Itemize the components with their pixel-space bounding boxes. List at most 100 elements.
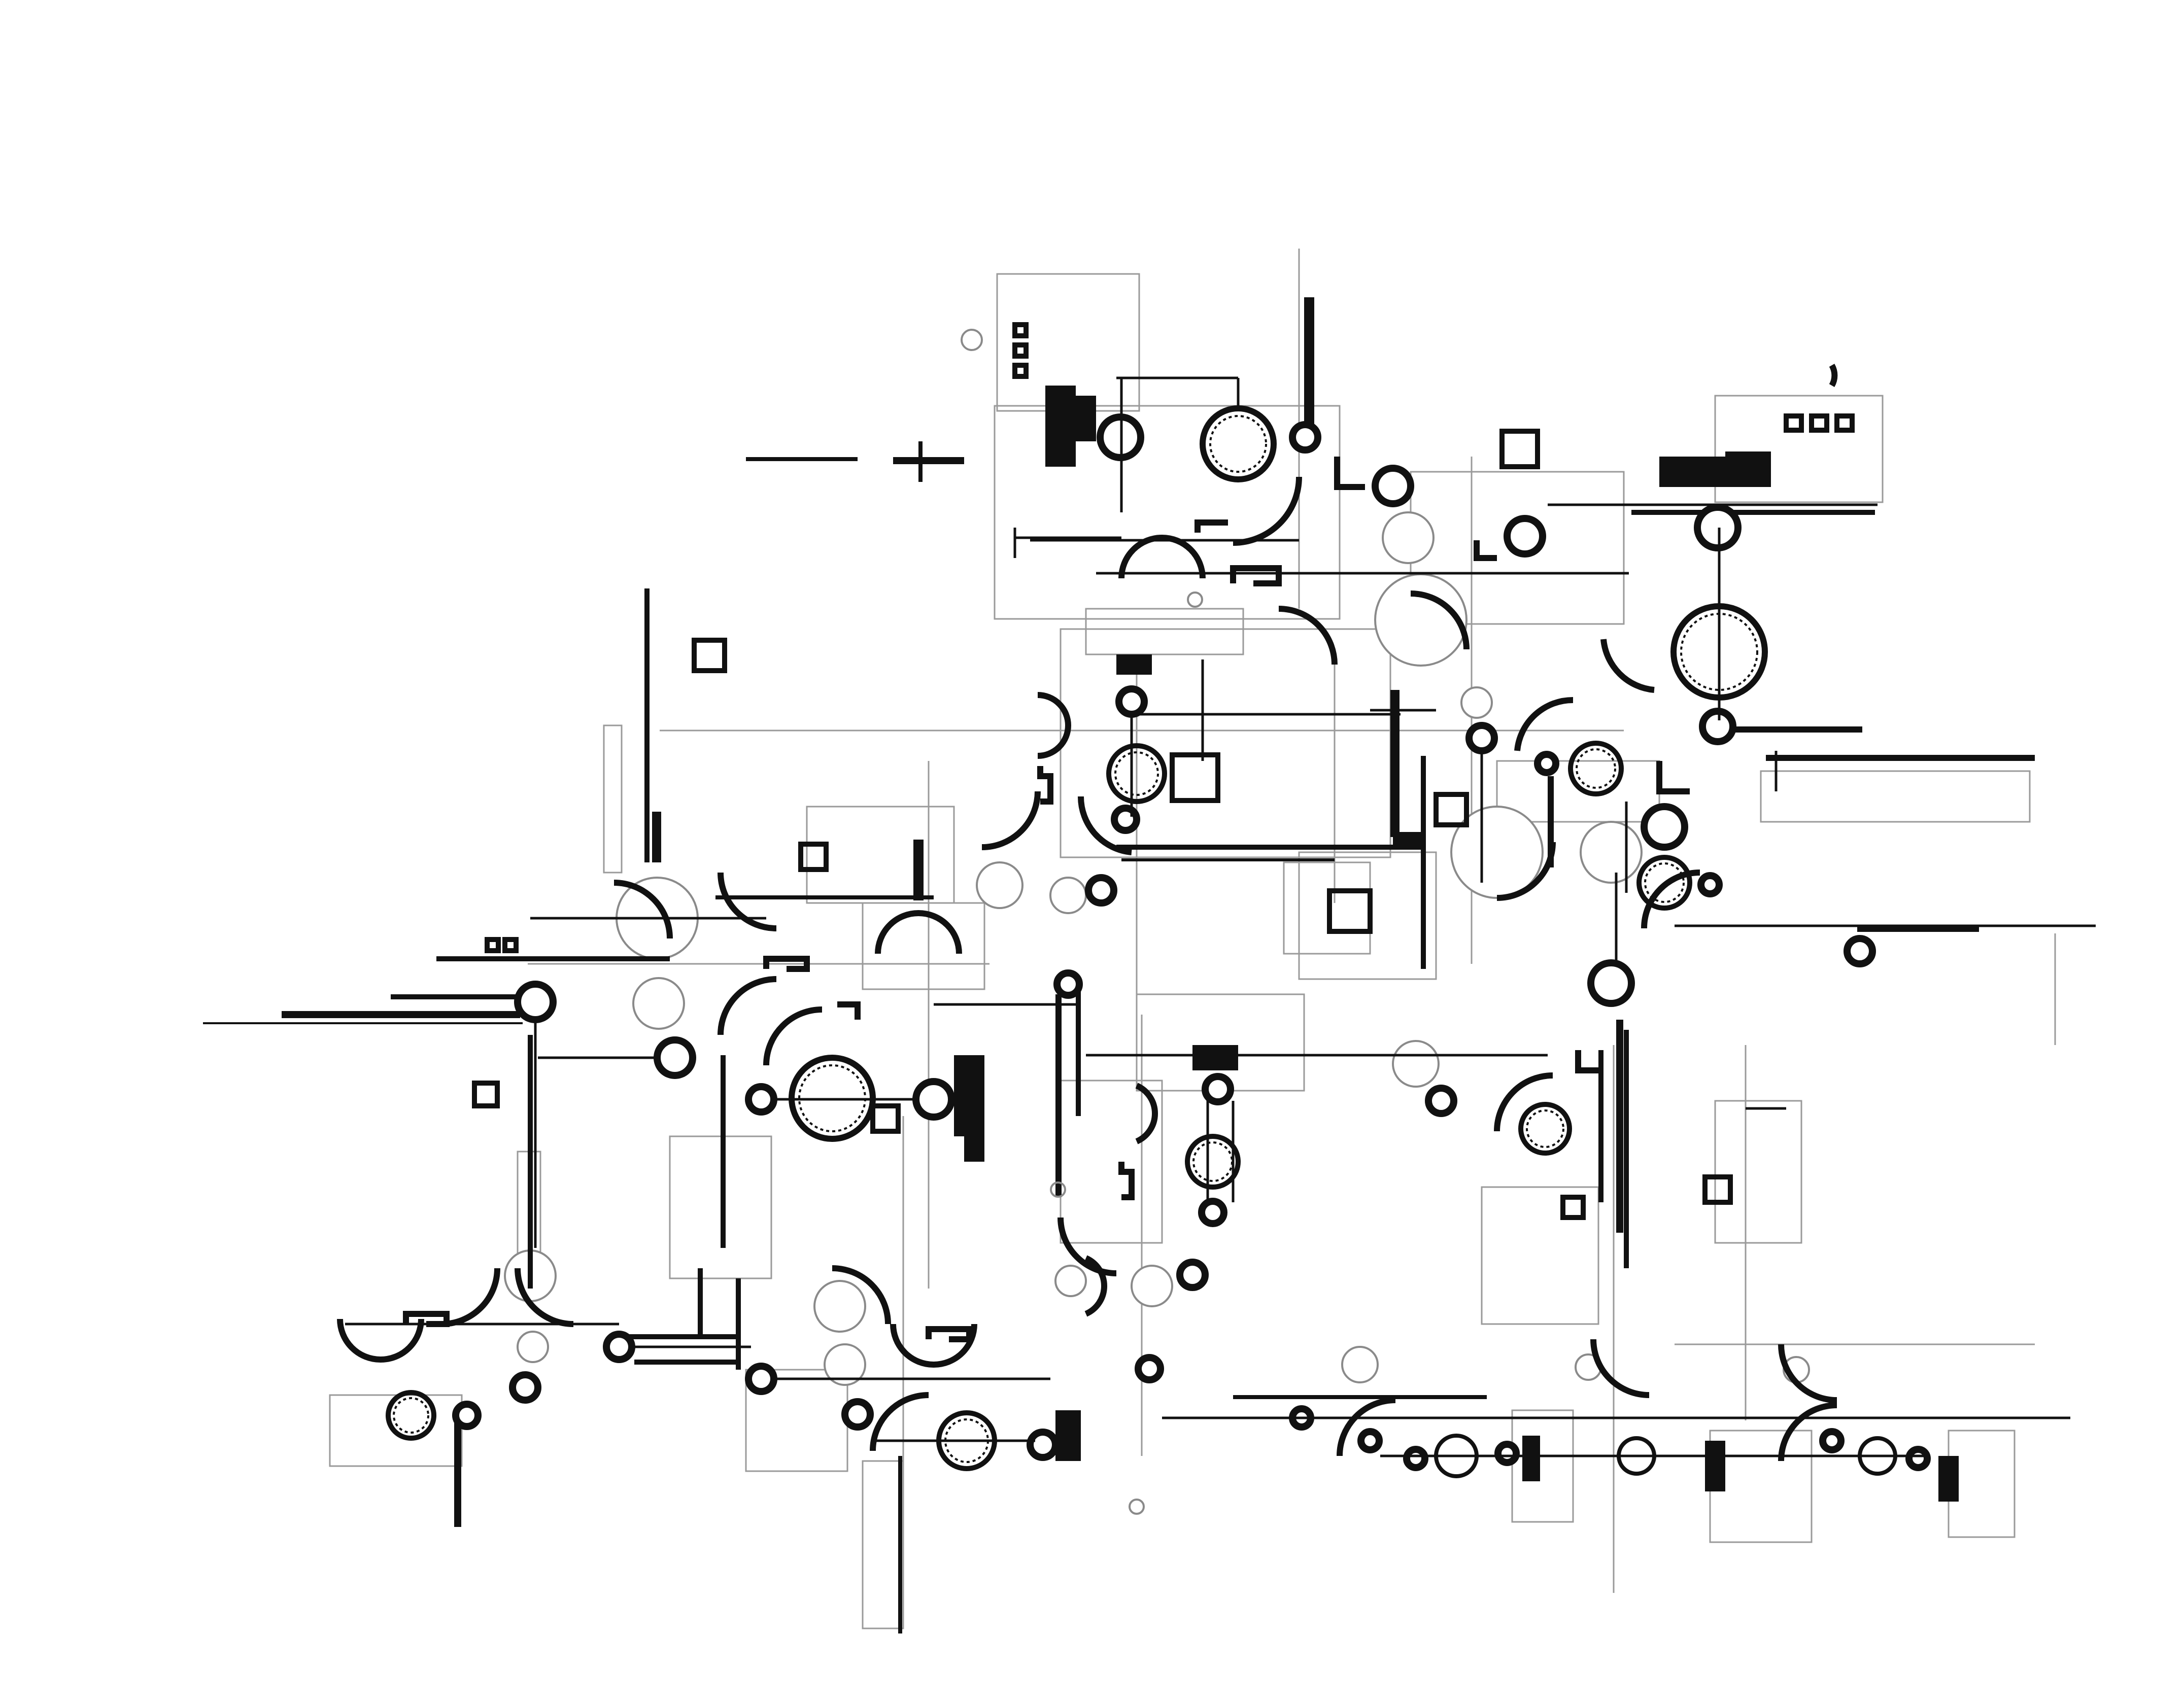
door-arc: [1778, 1402, 1837, 1462]
washed-circle: [1049, 877, 1087, 914]
bold-circle: [452, 1401, 482, 1430]
block: [1659, 457, 1735, 487]
door-arc: [1496, 842, 1556, 901]
meander-glyph: [1656, 761, 1690, 794]
bar: [614, 1334, 741, 1339]
bold-circle: [1844, 935, 1876, 967]
bold-circle: [1697, 872, 1723, 897]
meander-glyph: [926, 1326, 972, 1342]
washed-circle: [517, 1331, 549, 1363]
frame-outline: [1714, 1100, 1802, 1244]
door-arc: [337, 1318, 424, 1363]
bar: [634, 1360, 736, 1365]
bar: [698, 1268, 703, 1339]
bold-circle: [514, 981, 557, 1023]
door-arc: [1778, 1344, 1837, 1403]
door-arc: [1337, 1397, 1396, 1456]
bar: [1624, 1030, 1629, 1268]
washed-circle: [813, 1280, 866, 1333]
ring-circle-outer: [1636, 855, 1692, 911]
bar: [918, 441, 923, 482]
bar: [746, 457, 858, 461]
door-arc: [1084, 1255, 1108, 1317]
frame-outline: [1085, 608, 1244, 655]
door-arc: [1600, 639, 1655, 693]
bold-circle: [654, 1036, 696, 1079]
ring-circle-outer: [1129, 1499, 1145, 1515]
door-arc: [1118, 535, 1206, 579]
square: [1170, 752, 1220, 803]
square: [1809, 413, 1829, 433]
meander-glyph: [837, 1001, 861, 1020]
bar: [1393, 832, 1426, 850]
door-arc: [763, 1006, 823, 1066]
door-arc: [981, 791, 1041, 850]
bold-circle: [1694, 504, 1742, 551]
bar: [1304, 297, 1314, 439]
ring-circle-inner: [1209, 415, 1267, 473]
bold-circle: [1699, 708, 1736, 745]
ring-circle-outer: [1200, 405, 1277, 482]
square: [1012, 342, 1029, 359]
square: [1012, 322, 1029, 338]
square: [1434, 792, 1469, 827]
thin-line-layer: [345, 376, 2096, 1457]
meander-glyph: [1474, 540, 1497, 561]
door-arc: [832, 1265, 891, 1325]
door-arc: [870, 1392, 929, 1451]
block: [1725, 451, 1771, 487]
bar: [282, 1011, 520, 1018]
bold-circle: [912, 1078, 955, 1121]
ring-circle-inner: [1644, 862, 1685, 903]
square: [1012, 363, 1029, 379]
bar: [528, 1035, 533, 1289]
bar: [1735, 726, 1862, 733]
door-arc: [1037, 692, 1071, 759]
bar: [1766, 755, 2035, 761]
meander-glyph: [763, 956, 810, 972]
washed-circle: [1460, 686, 1493, 719]
bold-circle-layer: [452, 413, 1931, 1471]
square: [1327, 888, 1373, 934]
bold-circle: [1202, 1073, 1234, 1105]
bar: [736, 1278, 741, 1370]
washed-circle: [1131, 1265, 1173, 1307]
bold-circle: [1425, 1085, 1457, 1117]
frame-outline: [1298, 851, 1437, 980]
ring-circle-inner: [1114, 751, 1159, 796]
meander-glyph: [1037, 766, 1053, 805]
bar: [652, 812, 661, 862]
bar: [893, 457, 964, 464]
door-arc: [1278, 606, 1338, 665]
bar: [454, 1415, 461, 1527]
bar: [721, 1055, 726, 1248]
washed-circle: [824, 1343, 866, 1386]
frame-outline: [806, 806, 955, 904]
door-arc: [718, 872, 777, 931]
bar: [913, 840, 924, 900]
square: [485, 937, 501, 953]
bar: [644, 588, 650, 862]
block: [964, 1116, 984, 1162]
bold-circle: [1027, 1429, 1059, 1461]
bold-circle: [1587, 959, 1635, 1007]
ring-circle-outer: [1050, 1181, 1066, 1198]
bold-circle: [1198, 1198, 1227, 1227]
bar: [715, 895, 934, 899]
square: [870, 1103, 901, 1134]
meander-glyph: [1334, 457, 1365, 490]
washed-circle: [1054, 1265, 1087, 1297]
frame-outline: [1760, 770, 2031, 823]
door-arc: [1135, 1083, 1158, 1144]
bar: [1616, 1020, 1623, 1233]
ring-circle-outer: [386, 1390, 436, 1441]
bold-circle: [1176, 1259, 1209, 1291]
bold-circle: [841, 1398, 874, 1431]
door-arc: [1641, 870, 1700, 929]
bar: [1076, 989, 1081, 1116]
square-layer: [472, 322, 1855, 1220]
bold-circle: [1115, 685, 1148, 718]
bold-circle: [1819, 1428, 1845, 1453]
square: [1702, 1174, 1733, 1205]
bold-circle: [1135, 1354, 1164, 1383]
